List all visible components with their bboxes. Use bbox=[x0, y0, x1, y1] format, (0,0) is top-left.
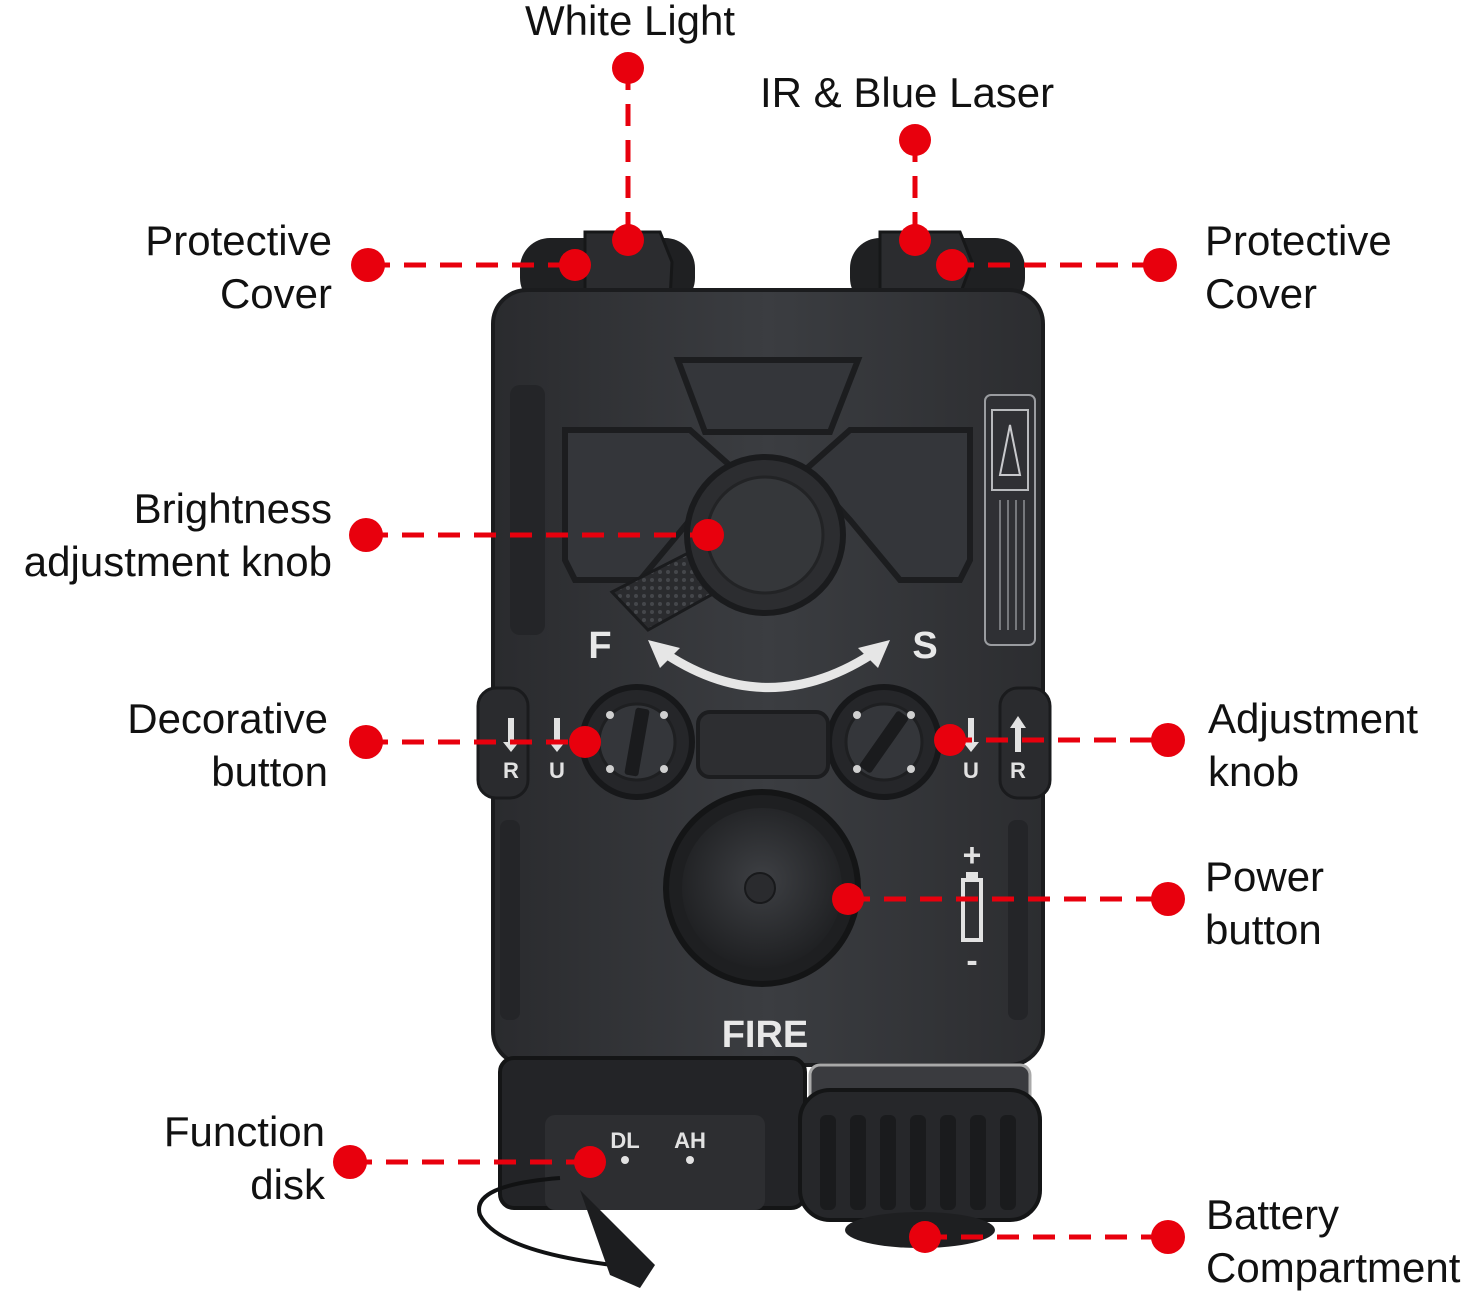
dot-function-label bbox=[333, 1145, 367, 1179]
dot-cover-right-target bbox=[936, 249, 968, 281]
dot-power-label bbox=[1151, 882, 1185, 916]
mark-u-right: U bbox=[963, 758, 979, 783]
right-side-button bbox=[998, 686, 1052, 800]
dot-decorative-label bbox=[349, 725, 383, 759]
dot-decorative-target bbox=[569, 726, 601, 758]
dot-function-target bbox=[574, 1146, 606, 1178]
label-ir-blue-laser-line-1: IR & Blue Laser bbox=[760, 69, 1055, 116]
label-protective-cover-left: Protective Cover bbox=[20, 214, 332, 320]
label-battery-compartment-line-2: Compartment bbox=[1206, 1244, 1461, 1291]
brightness-knob bbox=[609, 454, 846, 632]
label-power-button: Power button bbox=[1205, 850, 1324, 956]
dot-power-target bbox=[832, 883, 864, 915]
dot-adjustment-label bbox=[1151, 723, 1185, 757]
label-battery-compartment-line-1: Battery bbox=[1206, 1191, 1340, 1238]
label-adjustment-knob: Adjustment knob bbox=[1208, 692, 1418, 798]
label-protective-cover-left-line-2: Cover bbox=[219, 270, 332, 317]
mark-u-left: U bbox=[549, 758, 565, 783]
label-brightness-knob: Brightness adjustment knob bbox=[0, 482, 332, 588]
label-function-disk-line-2: disk bbox=[250, 1161, 325, 1208]
battery-minus-mark: - bbox=[966, 942, 977, 980]
dot-adjustment-target bbox=[934, 724, 966, 756]
label-function-disk: Function disk bbox=[20, 1105, 325, 1211]
dot-battery-label bbox=[1151, 1220, 1185, 1254]
label-adjustment-knob-line-2: knob bbox=[1208, 748, 1300, 795]
label-power-button-line-2: button bbox=[1205, 906, 1322, 953]
label-power-button-line-1: Power bbox=[1205, 853, 1325, 900]
label-decorative-button: Decorative button bbox=[20, 692, 328, 798]
label-adjustment-knob-line-1: Adjustment bbox=[1208, 695, 1419, 742]
mode-s-label: S bbox=[912, 625, 937, 667]
dot-ir-laser-top bbox=[899, 124, 931, 156]
label-protective-cover-left-line-1: Protective bbox=[145, 217, 332, 264]
label-protective-cover-right-line-1: Protective bbox=[1205, 217, 1392, 264]
mode-f-label: F bbox=[588, 625, 611, 667]
label-protective-cover-right-line-2: Cover bbox=[1205, 270, 1318, 317]
label-protective-cover-right: Protective Cover bbox=[1205, 214, 1392, 320]
label-decorative-button-line-1: Decorative bbox=[127, 695, 328, 742]
dot-cover-left-target bbox=[559, 249, 591, 281]
mode-arrow bbox=[655, 645, 883, 692]
label-white-light-line-1: White Light bbox=[524, 0, 736, 44]
label-ir-blue-laser: IR & Blue Laser bbox=[760, 66, 1054, 119]
dot-ir-laser-bottom bbox=[899, 224, 931, 256]
battery-plus-mark: + bbox=[963, 837, 982, 873]
mark-dl: DL bbox=[610, 1128, 639, 1153]
dot-cover-right-label bbox=[1143, 248, 1177, 282]
label-decorative-button-line-2: button bbox=[211, 748, 328, 795]
label-brightness-knob-line-1: Brightness bbox=[133, 485, 332, 532]
label-battery-compartment: Battery Compartment bbox=[1206, 1188, 1460, 1294]
device-body bbox=[491, 288, 1045, 1067]
dot-brightness-label bbox=[349, 518, 383, 552]
label-brightness-knob-line-2: adjustment knob bbox=[23, 538, 332, 585]
dot-brightness-target bbox=[692, 519, 724, 551]
dot-white-light-top bbox=[612, 52, 644, 84]
fire-label: FIRE bbox=[722, 1014, 809, 1056]
battery-icon bbox=[961, 872, 983, 942]
mark-r-left: R bbox=[503, 758, 519, 783]
dot-cover-left-label bbox=[351, 248, 385, 282]
dot-white-light-bottom bbox=[612, 224, 644, 256]
label-function-disk-line-1: Function bbox=[163, 1108, 325, 1155]
label-white-light: White Light bbox=[480, 0, 780, 47]
mark-ah: AH bbox=[674, 1128, 706, 1153]
left-adjustment-dial bbox=[579, 684, 695, 800]
battery-cap bbox=[798, 1063, 1042, 1248]
function-disk bbox=[477, 1056, 807, 1288]
fire-button bbox=[663, 789, 861, 987]
mark-r-right: R bbox=[1010, 758, 1026, 783]
dot-battery-target bbox=[909, 1221, 941, 1253]
